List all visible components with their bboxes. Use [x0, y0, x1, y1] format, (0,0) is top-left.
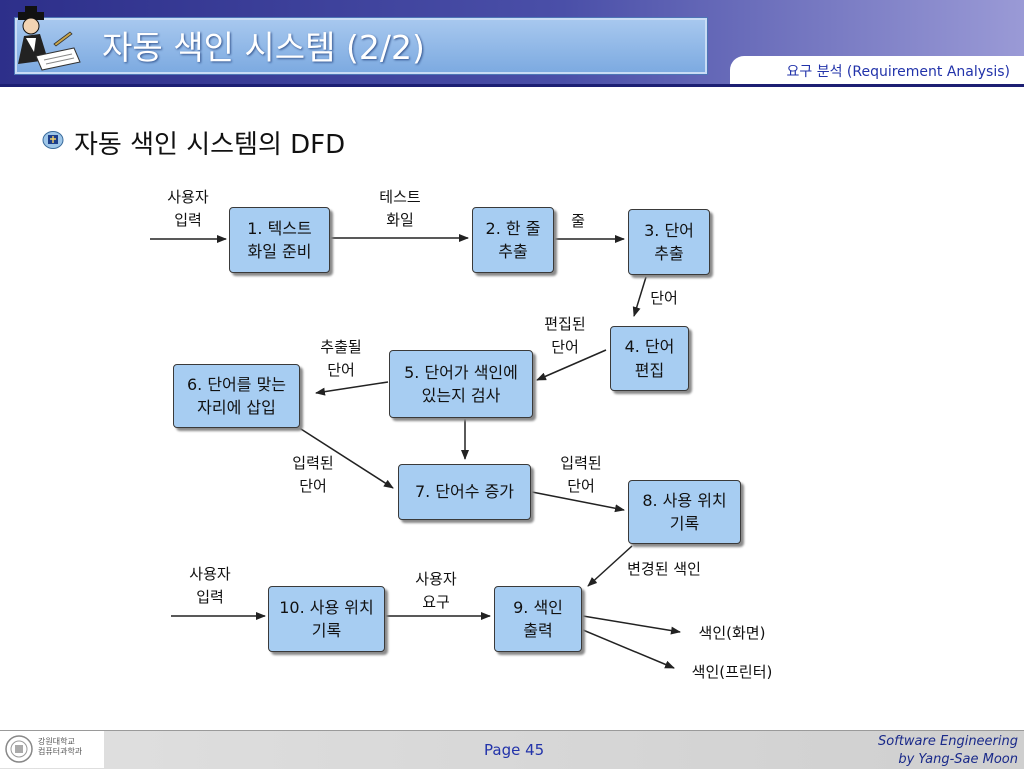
arrow-p3-to-p4 [632, 276, 647, 317]
arrow-p8-to-p9 [587, 545, 633, 587]
process-1-prepare-text-file: 1. 텍스트 화일 준비 [229, 207, 330, 273]
subtitle-tab [730, 56, 1024, 84]
process-3-extract-word: 3. 단어 추출 [628, 209, 710, 275]
flow-label-index-screen: 색인(화면) [698, 624, 766, 642]
process-8-record-usage: 8. 사용 위치 기록 [628, 480, 741, 544]
flow-label-user-input: 사용자 입력 [167, 188, 209, 229]
title-box [14, 17, 708, 75]
process-9-output-index: 9. 색인 출력 [494, 586, 582, 652]
flow-label-extracted-word: 추출될 단어 [320, 338, 362, 379]
flow-label-text-file: 테스트 화일 [379, 188, 421, 229]
process-2-extract-line: 2. 한 줄 추출 [472, 207, 554, 273]
scholar-writing-icon [18, 6, 81, 71]
flow-label-user-request: 사용자 요구 [415, 570, 457, 611]
flow-label-index-printer: 색인(프린터) [691, 663, 773, 681]
flow-label-input-word-right: 입력된 단어 [560, 454, 602, 495]
arrow-p9-to-printer [582, 629, 675, 669]
flow-label-changed-index: 변경된 색인 [627, 560, 701, 578]
process-6-insert-word: 6. 단어를 맞는 자리에 삽입 [173, 364, 300, 428]
process-5-check-index: 5. 단어가 색인에 있는지 검사 [389, 350, 533, 418]
arrow-p6-to-p7 [289, 421, 394, 489]
process-4-edit-word: 4. 단어 편집 [610, 326, 689, 391]
arrow-p4-to-p5 [536, 349, 607, 381]
arrow-p7-to-p8 [531, 491, 625, 513]
bullet-heading: 자동 색인 시스템의 DFD [74, 130, 346, 160]
footer-university-name: 강원대학교 컴퓨터과학과 [38, 737, 83, 757]
page-title: 자동 색인 시스템 (2/2) [102, 28, 425, 67]
arrow-p5-to-p6 [315, 381, 389, 396]
footer-course-credit: Software Engineering by Yang-Sae Moon [878, 734, 1018, 767]
footer-bar [0, 730, 1024, 769]
flow-label-user-input-2: 사용자 입력 [189, 565, 231, 606]
flow-label-word: 단어 [650, 289, 678, 307]
process-7-increment-count: 7. 단어수 증가 [398, 464, 531, 520]
university-emblem-icon [5, 735, 33, 763]
flow-label-input-word-left: 입력된 단어 [292, 454, 334, 495]
process-10-record-usage: 10. 사용 위치 기록 [268, 586, 385, 652]
arrow-p9-to-screen [582, 615, 681, 635]
bullet-emblem-icon [42, 131, 64, 149]
page-number: Page 45 [484, 741, 545, 759]
section-subtitle: 요구 분석 (Requirement Analysis) [786, 64, 1010, 80]
header-divider [0, 84, 1024, 87]
flow-label-line: 줄 [571, 212, 585, 230]
flow-label-edited-word: 편집된 단어 [544, 315, 586, 356]
